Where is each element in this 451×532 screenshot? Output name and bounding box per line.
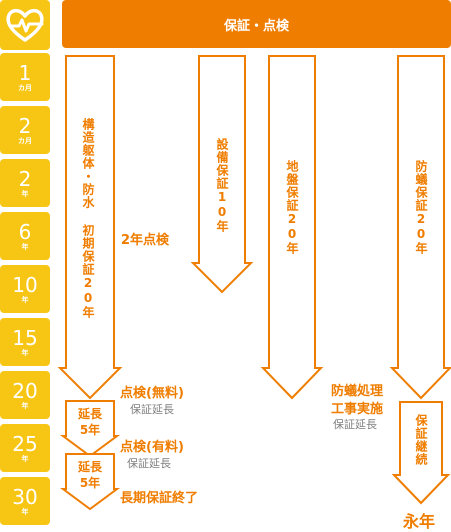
termite-arrow — [389, 55, 451, 400]
timeline-num: 30 — [12, 485, 38, 509]
timeline-unit: 年 — [21, 296, 29, 304]
timeline-20-years: 20 年 — [0, 371, 50, 419]
long-term-end-label: 長期保証終了 — [120, 491, 199, 506]
forever-label: 永年 — [403, 512, 436, 531]
timeline-unit: 年 — [21, 243, 29, 251]
free-inspection-label: 点検(無料) — [120, 386, 184, 401]
paid-inspection-label: 点検(有料) — [120, 440, 184, 455]
termite-label: 防蟻保証20年 — [414, 160, 428, 255]
timeline-6-years: 6 年 — [0, 212, 50, 260]
ground-label: 地盤保証20年 — [285, 160, 299, 255]
timeline-25-years: 25 年 — [0, 424, 50, 472]
termite-treatment-line2: 工事実施 — [331, 402, 384, 417]
extension-arrow-2 — [59, 453, 121, 511]
timeline-num: 1 — [18, 61, 32, 85]
timeline-num: 25 — [12, 432, 38, 456]
timeline-num: 15 — [12, 326, 38, 350]
inspection-2y-label: 2年点検 — [121, 233, 170, 248]
heart-logo-box — [0, 0, 50, 50]
extension-label-1: 延長 5年 — [70, 406, 110, 438]
timeline-10-years: 10 年 — [0, 265, 50, 313]
timeline-num: 20 — [12, 379, 38, 403]
timeline-num: 2 — [18, 167, 32, 191]
timeline-30-years: 30 年 — [0, 477, 50, 525]
timeline-unit: 年 — [21, 508, 29, 516]
timeline-unit: カ月 — [18, 137, 32, 145]
timeline-unit: 年 — [21, 190, 29, 198]
structure-arrow — [57, 55, 123, 400]
timeline-unit: 年 — [21, 402, 29, 410]
extension-text: 延長 5年 — [77, 460, 102, 491]
header-title: 保証・点検 — [62, 0, 451, 48]
ground-arrow — [260, 55, 324, 400]
extension-arrow-1 — [59, 400, 121, 458]
timeline-2-years: 2 年 — [0, 159, 50, 207]
timeline-2-months: 2 カ月 — [0, 106, 50, 154]
timeline-num: 6 — [18, 220, 32, 244]
timeline-unit: 年 — [21, 349, 29, 357]
equipment-arrow — [190, 55, 254, 294]
timeline-unit: カ月 — [18, 84, 32, 92]
heart-pulse-icon — [6, 8, 44, 42]
timeline-15-years: 15 年 — [0, 318, 50, 366]
timeline-unit: 年 — [21, 455, 29, 463]
equipment-label: 設備保証10年 — [215, 138, 229, 233]
timeline-num: 2 — [18, 114, 32, 138]
free-extension-label: 保証延長 — [130, 403, 174, 416]
termite-continued-arrow — [391, 401, 451, 505]
extension-text: 延長 5年 — [77, 407, 102, 438]
termite-extension-label: 保証延長 — [333, 418, 377, 431]
termite-treatment-line1: 防蟻処理 — [331, 384, 384, 399]
paid-extension-label: 保証延長 — [127, 457, 171, 470]
timeline-1-month: 1 カ月 — [0, 53, 50, 101]
structure-label: 構造躯体・防水 初期保証20年 — [81, 118, 95, 319]
extension-label-2: 延長 5年 — [70, 459, 110, 491]
termite-continued-label: 保証継続 — [414, 414, 428, 466]
timeline-num: 10 — [12, 273, 38, 297]
